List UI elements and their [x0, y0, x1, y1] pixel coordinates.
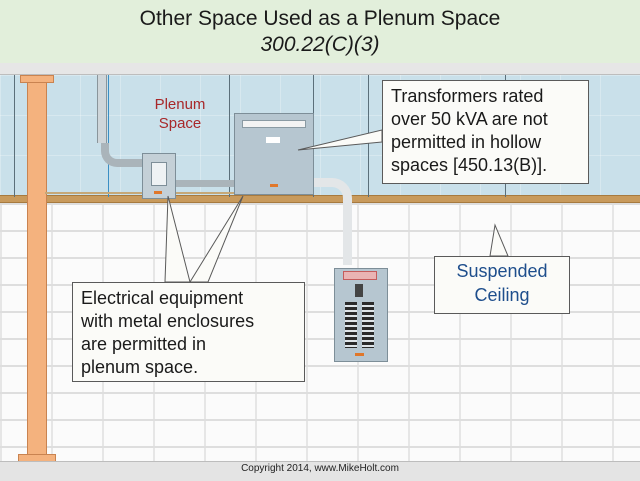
- panelboard-warning-label: [343, 271, 377, 280]
- callout-line: Electrical equipment: [81, 288, 244, 308]
- callout-line: plenum space.: [81, 357, 199, 377]
- transformer-nameplate: [266, 137, 280, 143]
- transformer-callout: Transformers rated over 50 kVA are not p…: [382, 80, 589, 184]
- panelboard: [334, 268, 388, 362]
- callout-line: Transformers rated: [391, 86, 544, 106]
- hanger-wire: [108, 75, 109, 197]
- disconnect-label-tag: [154, 191, 162, 194]
- flexible-conduit: [101, 143, 149, 167]
- transformer-vent: [242, 120, 306, 128]
- column-cap-plate: [20, 75, 54, 83]
- panelboard-breakers-left: [345, 302, 357, 348]
- emt-conduit: [312, 178, 352, 265]
- panelboard-breakers-right: [362, 302, 374, 348]
- diagram-title: Other Space Used as a Plenum Space: [139, 7, 501, 30]
- callout-line: with metal enclosures: [81, 311, 255, 331]
- callout-line: spaces [450.13(B)].: [391, 155, 548, 175]
- callout-line: Suspended: [456, 261, 548, 281]
- hanger-wire: [229, 75, 230, 197]
- structural-ceiling-beam: [0, 63, 640, 75]
- plenum-label-line: Space: [158, 115, 202, 132]
- panelboard-main-breaker: [355, 284, 363, 297]
- callout-line: are permitted in: [81, 334, 207, 354]
- panelboard-label-tag: [355, 353, 364, 356]
- footer-bar: [0, 461, 640, 481]
- plenum-label-line: Plenum: [154, 96, 206, 113]
- rigid-conduit: [97, 75, 107, 143]
- plenum-space-label: Plenum Space: [140, 95, 220, 133]
- callout-line: permitted in hollow: [391, 132, 542, 152]
- transformer-label-tag: [270, 184, 278, 187]
- callout-line: over 50 kVA are not: [391, 109, 548, 129]
- code-reference: 300.22(C)(3): [260, 33, 380, 56]
- flexible-conduit-horizontal: [175, 180, 235, 187]
- callout-line: Ceiling: [474, 285, 530, 305]
- copyright-text: Copyright 2014, www.MikeHolt.com: [241, 463, 399, 474]
- disconnect-switch-handle: [151, 162, 167, 186]
- cable: [45, 192, 235, 194]
- suspended-ceiling-callout: Suspended Ceiling: [434, 256, 570, 314]
- equipment-callout: Electrical equipment with metal enclosur…: [72, 282, 305, 382]
- steel-column: [27, 75, 47, 461]
- hanger-wire: [14, 75, 15, 197]
